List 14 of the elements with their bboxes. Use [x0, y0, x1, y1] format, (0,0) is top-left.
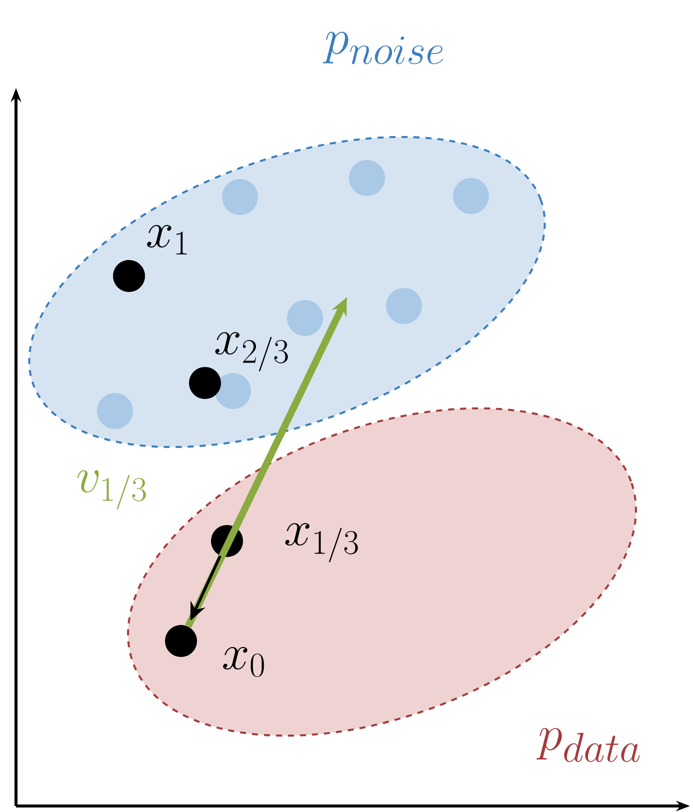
- region-label: $p_{noise}$: [322, 32, 443, 64]
- point-label: $x_1$: [147, 225, 187, 254]
- point-label: $x_{1/3}$: [285, 523, 358, 562]
- sample-dot: [287, 300, 323, 336]
- sample-dot: [349, 160, 385, 196]
- point-label: $x_{2/3}$: [215, 332, 288, 372]
- sample-dot: [222, 179, 258, 215]
- edge-label: $v_{1/3}$: [77, 470, 146, 510]
- point-label: $x_0$: [223, 647, 264, 677]
- sample-dot: [215, 373, 251, 409]
- sample-dot: [453, 178, 489, 214]
- region-label: $p_{data}$: [536, 728, 640, 762]
- sample-dot: [97, 393, 133, 429]
- sample-dot: [386, 288, 422, 324]
